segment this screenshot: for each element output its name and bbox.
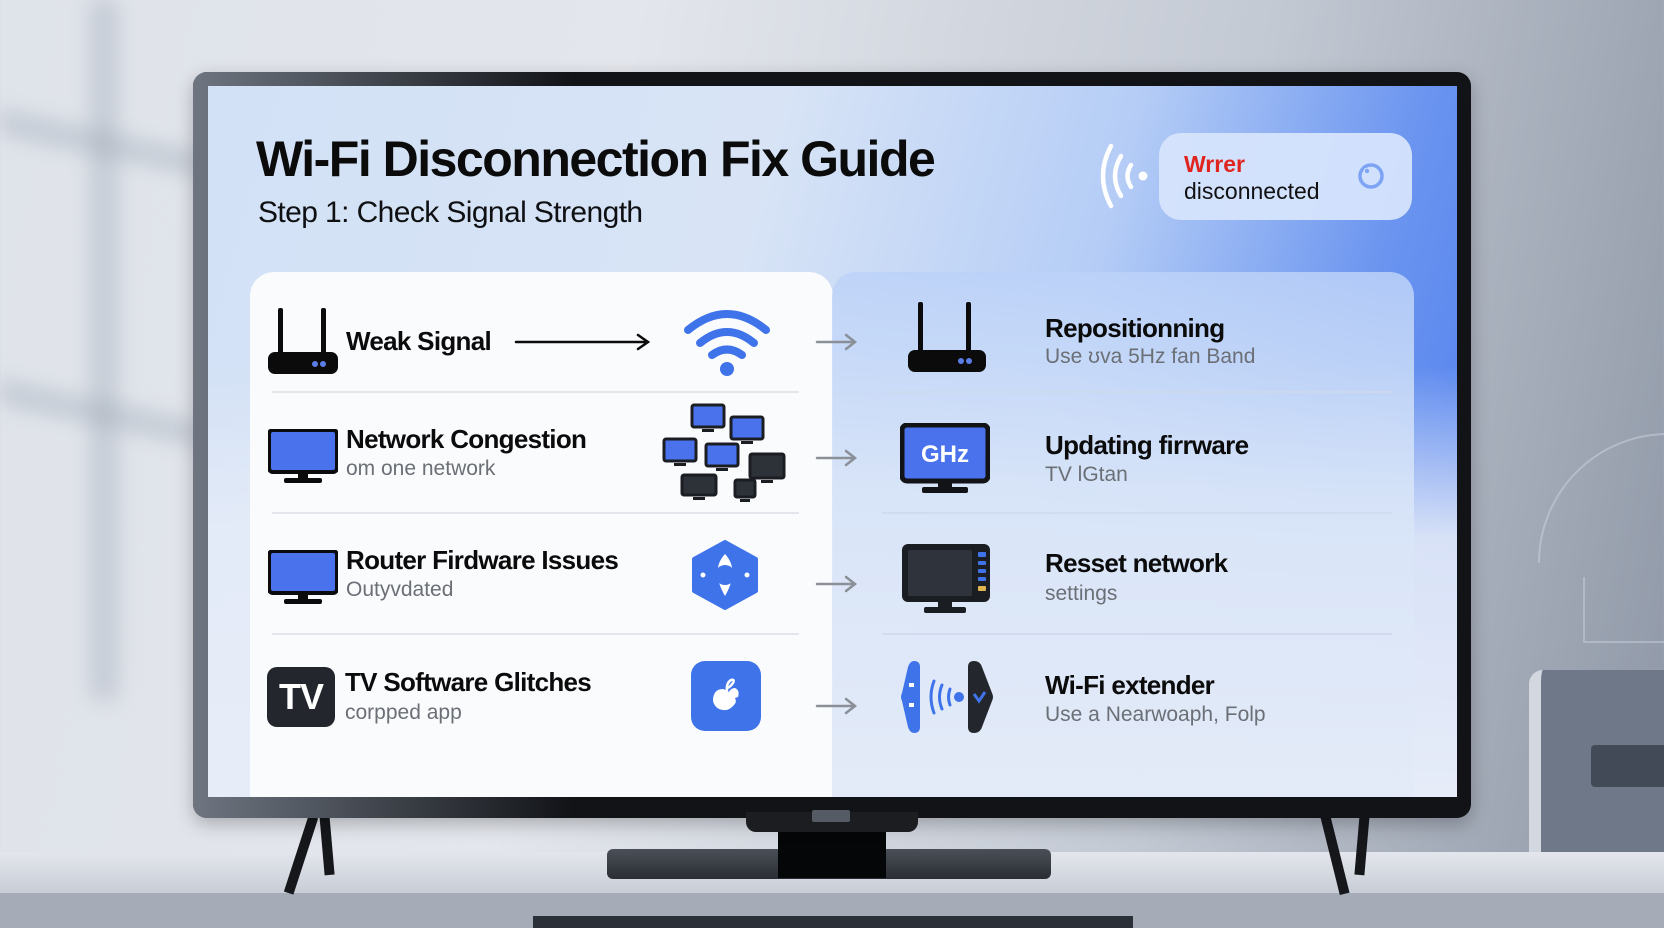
wifi-icon <box>682 306 772 376</box>
problem-row-tv-software[interactable]: TV TV Software Glitches corpped app <box>250 635 833 756</box>
svg-text:GHz: GHz <box>921 441 969 468</box>
wall-lamp-base <box>1583 577 1664 643</box>
solution-subtitle: TV lGtan <box>1045 463 1128 486</box>
problem-subtitle: Outyvdated <box>346 578 454 601</box>
refresh-icon[interactable] <box>1356 161 1386 191</box>
divider <box>882 512 1392 514</box>
router-icon <box>268 308 338 376</box>
shelf-opening <box>533 916 1133 928</box>
divider <box>882 633 1392 635</box>
divider <box>272 391 799 393</box>
arrow-right-icon <box>815 696 859 716</box>
hexagon-settings-icon <box>690 540 760 610</box>
solution-subtitle: Use ʊva 5Hz fan Band <box>1045 345 1256 368</box>
tv-bottom-tab <box>746 812 918 832</box>
window-shadow <box>90 0 118 700</box>
problem-row-router-firmware[interactable]: Router Firdware Issues Outyvdated <box>250 514 833 635</box>
arrow-right-icon <box>815 332 859 352</box>
monitor-icon <box>268 429 338 485</box>
problem-subtitle: om one network <box>346 457 496 480</box>
solution-row-wifi-extender[interactable]: Wi-Fi extender Use a Nearwoaph, Folp <box>832 635 1414 756</box>
problem-title: Network Congestion <box>346 424 587 454</box>
tv-app-icon: TV <box>267 667 335 727</box>
tv-settings-icon <box>900 542 992 616</box>
connection-status-card[interactable]: Wrrer disconnected <box>1159 133 1412 220</box>
app-icon <box>691 661 761 731</box>
problem-title: Weak Signal <box>346 326 492 356</box>
tv-logo <box>812 810 850 822</box>
problem-title: TV Software Glitches <box>345 667 592 697</box>
solution-title: Resset network <box>1045 548 1228 578</box>
status-message: disconnected <box>1184 178 1320 204</box>
divider <box>272 512 799 514</box>
solution-title: Repositionning <box>1045 313 1225 343</box>
arrow-right-icon <box>815 448 859 468</box>
step-subtitle: Step 1: Check Signal Strength <box>258 196 643 229</box>
wifi-extender-icon <box>900 659 996 735</box>
problem-title: Router Firdware Issues <box>346 545 619 575</box>
solution-row-reset-network[interactable]: Resset network settings <box>832 514 1414 635</box>
problems-panel: Weak Signal Network Congestion om one ne… <box>250 272 833 797</box>
solution-subtitle: settings <box>1045 582 1118 605</box>
problem-subtitle: corpped app <box>345 701 462 724</box>
router-icon <box>908 302 986 374</box>
speaker-slot <box>1591 745 1664 787</box>
solution-title: Wi-Fi extender <box>1045 670 1215 700</box>
solution-title: Updating firrware <box>1045 430 1249 460</box>
tv-stand-neck <box>778 830 886 878</box>
page-title: Wi-Fi Disconnection Fix Guide <box>256 131 936 187</box>
tv-screen: Wi-Fi Disconnection Fix Guide Step 1: Ch… <box>208 86 1457 797</box>
wall-lamp-outline <box>1538 433 1664 563</box>
problem-row-weak-signal[interactable]: Weak Signal <box>250 272 833 393</box>
solutions-panel: Repositionning Use ʊva 5Hz fan Band GHz … <box>832 272 1414 797</box>
divider <box>882 391 1392 393</box>
solution-row-updating-firmware[interactable]: GHz Updating firrware TV lGtan <box>832 393 1414 514</box>
solution-row-repositioning[interactable]: Repositionning Use ʊva 5Hz fan Band <box>832 272 1414 393</box>
ghz-monitor-icon: GHz <box>900 423 990 495</box>
monitor-icon <box>268 550 338 606</box>
multiple-devices-icon <box>662 403 788 503</box>
solution-subtitle: Use a Nearwoaph, Folp <box>1045 703 1266 726</box>
arrow-right-icon <box>815 574 859 594</box>
problem-row-network-congestion[interactable]: Network Congestion om one network <box>250 393 833 514</box>
wifi-signal-icon <box>1093 136 1153 216</box>
arrow-right-icon <box>514 332 654 352</box>
divider <box>272 633 799 635</box>
status-error-label: Wrrer <box>1184 151 1245 177</box>
